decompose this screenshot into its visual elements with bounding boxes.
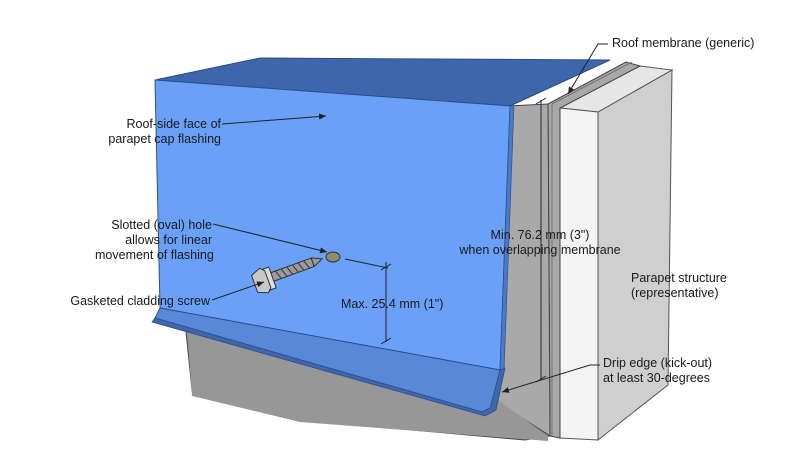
label-roof-side-face: Roof-side face of parapet cap flashing (108, 117, 221, 147)
leader-lines (211, 43, 608, 393)
leader-roof-membrane (567, 43, 608, 95)
label-drip-edge-line1: Drip edge (kick-out) (603, 356, 713, 370)
label-min-overlap: Min. 76.2 mm (3") when overlapping membr… (455, 228, 625, 258)
gasketed-screw (250, 257, 324, 294)
label-roof-membrane: Roof membrane (generic) (612, 36, 754, 51)
membrane-line-top (551, 61, 633, 105)
label-slotted-hole-line2: allows for linear (125, 233, 212, 247)
flashing-drip-edge-lip (151, 317, 506, 417)
label-drip-edge-line2: at least 30-degrees (603, 371, 711, 385)
label-slotted-hole-line3: movement of flashing (95, 248, 214, 262)
label-parapet-structure: Parapet structure (representative) (631, 271, 727, 301)
label-roof-side-face-line2: parapet cap flashing (108, 132, 221, 146)
label-roof-membrane-text: Roof membrane (generic) (612, 36, 755, 50)
label-parapet-structure-line1: Parapet structure (631, 271, 727, 285)
max-dimension (344, 258, 392, 345)
label-drip-edge: Drip edge (kick-out) at least 30-degrees (603, 356, 712, 386)
label-slotted-hole: Slotted (oval) hole allows for linear mo… (95, 218, 214, 263)
leader-slotted-hole (212, 223, 328, 254)
label-max-distance-text: Max. 25.4 mm (1") (341, 297, 444, 311)
leader-roof-face (221, 113, 327, 125)
parapet-structure (558, 65, 674, 442)
label-roof-side-face-line1: Roof-side face of (126, 117, 222, 131)
leader-drip-edge (501, 364, 600, 393)
screw-threads (275, 260, 310, 279)
screw-hex-head (250, 267, 272, 294)
label-gasketed-screw: Gasketed cladding screw (60, 294, 210, 309)
screw-tip (310, 257, 324, 268)
parapet-cap-flashing (151, 57, 611, 417)
label-min-overlap-line1: Min. 76.2 mm (3") (490, 228, 590, 242)
label-gasketed-screw-text: Gasketed cladding screw (70, 294, 210, 308)
label-min-overlap-line2: when overlapping membrane (459, 243, 621, 257)
leader-screw (211, 281, 265, 301)
label-max-distance: Max. 25.4 mm (1") (341, 297, 443, 312)
label-slotted-hole-line1: Slotted (oval) hole (111, 218, 212, 232)
parapet-front-face (559, 107, 599, 441)
slotted-hole (325, 251, 341, 263)
label-parapet-structure-line2: (representative) (631, 286, 719, 300)
